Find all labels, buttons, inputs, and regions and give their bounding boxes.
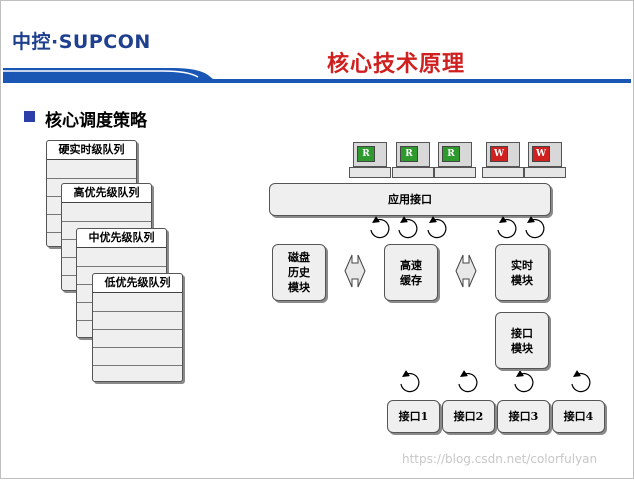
cache-module: 高速 缓存 — [384, 244, 438, 301]
port-2: 接口2 — [442, 400, 495, 433]
port-label: 接口1 — [398, 410, 429, 423]
computer-icon: W — [482, 142, 524, 178]
section-heading: 核心调度策略 — [45, 111, 147, 131]
supcon-logo: 中控·SUPCON — [12, 31, 151, 53]
module-label-line: 历史 — [288, 266, 310, 279]
queue-row — [47, 178, 136, 179]
watermark: https://blog.csdn.net/colorfulyan — [402, 452, 598, 466]
module-label-line: 模块 — [288, 281, 310, 294]
module-label-line: 模块 — [511, 341, 533, 355]
header-band — [3, 68, 631, 83]
queue-row — [62, 221, 151, 222]
queue-label: 高优先级队列 — [62, 184, 151, 203]
realtime-module: 实时 模块 — [495, 244, 549, 301]
port-4: 接口4 — [552, 400, 605, 433]
computer-icon: R — [349, 142, 391, 178]
computer-icon: W — [524, 142, 566, 178]
port-label: 接口4 — [563, 410, 594, 423]
queue-row — [93, 329, 182, 330]
port-1: 接口1 — [387, 400, 440, 433]
queue-label: 中优先级队列 — [77, 229, 166, 248]
client-write-marker: W — [490, 146, 508, 162]
app-interface-box: 应用接口 — [269, 183, 551, 216]
double-arrow-icon — [344, 254, 477, 288]
cycle-icon — [370, 216, 591, 393]
queue-row — [93, 311, 182, 312]
app-interface-label: 应用接口 — [388, 193, 432, 206]
module-label-line: 高速 — [400, 258, 422, 272]
queue-row — [93, 365, 182, 366]
computer-icon: R — [434, 142, 476, 178]
module-label-line: 模块 — [511, 273, 533, 287]
module-label-line: 磁盘 — [288, 251, 310, 264]
queue-row — [77, 266, 166, 267]
module-label-line: 缓存 — [400, 273, 422, 287]
port-label: 接口3 — [508, 410, 539, 423]
interface-module: 接口 模块 — [495, 312, 549, 369]
queue-label: 硬实时级队列 — [47, 141, 136, 160]
module-label-line: 接口 — [511, 326, 533, 340]
queue-low-priority: 低优先级队列 — [92, 273, 183, 382]
port-label: 接口2 — [453, 410, 484, 423]
computer-icon: R — [392, 142, 434, 178]
client-write-marker: W — [532, 146, 550, 162]
bullet-square — [24, 111, 35, 122]
client-read-marker: R — [400, 146, 418, 162]
client-read-marker: R — [357, 146, 375, 162]
client-read-marker: R — [442, 146, 460, 162]
module-label-line: 实时 — [511, 258, 533, 272]
queue-label: 低优先级队列 — [93, 274, 182, 293]
queue-row — [93, 347, 182, 348]
disk-history-module: 磁盘 历史 模块 — [272, 244, 326, 301]
port-3: 接口3 — [497, 400, 550, 433]
page-title: 核心技术原理 — [327, 51, 466, 77]
